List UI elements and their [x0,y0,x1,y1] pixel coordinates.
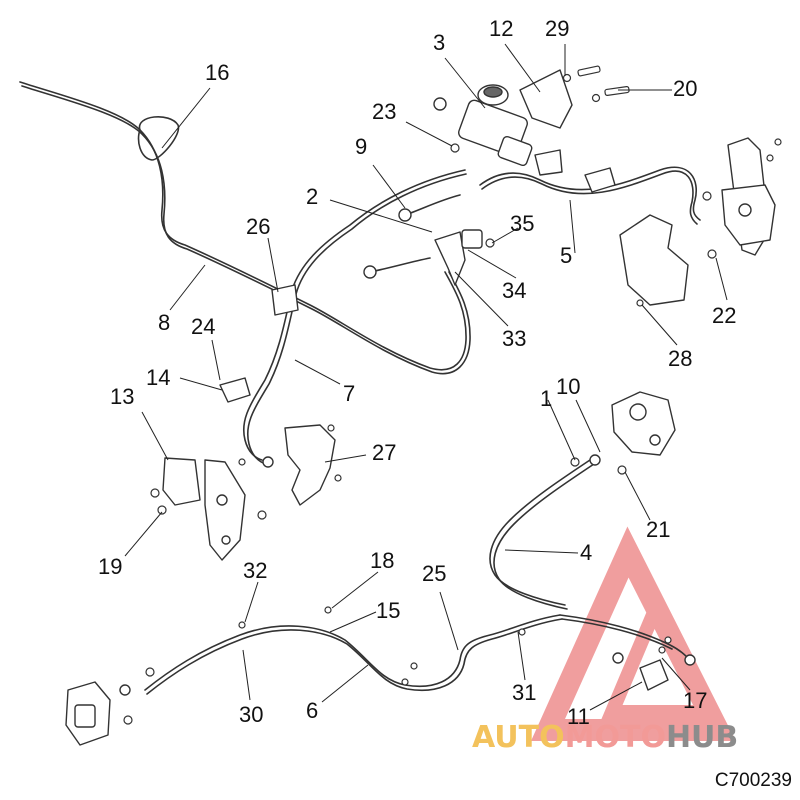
callout-27: 27 [372,440,397,465]
callout-5: 5 [560,243,573,268]
leader-lines [124,43,728,711]
caliper-mid-right [611,391,676,456]
callout-19: 19 [98,554,123,579]
hardware-bolts [123,65,782,725]
watermark-moto: MOTO [564,720,666,755]
callout-7: 7 [343,381,356,406]
callout-8: 8 [158,310,171,335]
caliper-upper-right [721,137,776,256]
callout-6: 6 [306,698,319,723]
callout-26: 26 [246,214,271,239]
callout-15: 15 [376,598,401,623]
callout-20: 20 [673,76,698,101]
callout-1: 1 [540,386,553,411]
callout-31: 31 [512,680,537,705]
callout-3: 3 [433,30,446,55]
callout-35: 35 [510,211,535,236]
callout-24: 24 [191,314,216,339]
callout-13: 13 [110,384,135,409]
callout-33: 33 [502,326,527,351]
callout-23: 23 [372,99,397,124]
callout-28: 28 [668,346,693,371]
callout-14: 14 [146,365,171,390]
callout-16: 16 [205,60,230,85]
callout-30: 30 [239,702,264,727]
callout-11: 11 [567,704,590,729]
figure-id: C700239 [714,770,792,791]
caliper-left [162,457,246,561]
watermark-logo-mark [530,526,736,741]
watermark-hub: HUB [665,720,739,755]
callout-25: 25 [422,561,447,586]
components [65,69,776,746]
watermark-text: AUTOMOTOHUB [472,720,738,755]
callout-22: 22 [712,303,737,328]
callout-29: 29 [545,16,570,41]
callout-32: 32 [243,558,268,583]
callout-21: 21 [646,517,671,542]
callout-12: 12 [489,16,514,41]
callout-18: 18 [370,548,395,573]
callout-2: 2 [306,184,319,209]
watermark-auto: AUTO [472,720,565,755]
callout-17: 17 [683,688,708,713]
master-cylinder [458,84,533,167]
callout-9: 9 [355,134,368,159]
callout-4: 4 [580,540,593,565]
callout-10: 10 [556,374,581,399]
callout-34: 34 [502,278,527,303]
caliper-lower-left [65,681,111,746]
